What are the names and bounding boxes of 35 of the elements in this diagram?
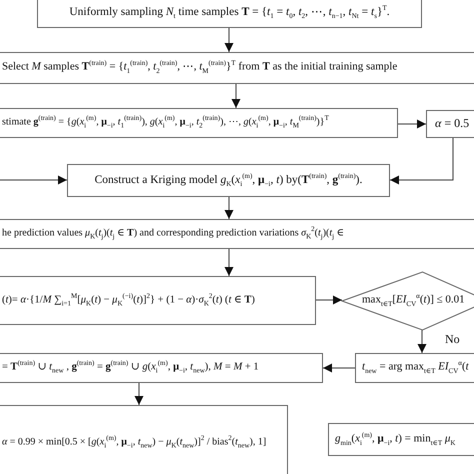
process-box bbox=[355, 353, 474, 383]
formula-text: he prediction values μ$_{K}$(t$_{j}$)(t$_{j}$ ∈ T) and corresponding prediction variations σ$_{K}$$^{2}$(t$_{j}$)(t$_{j}$ ∈ bbox=[2, 226, 344, 242]
formula-text: = T$^{(train)}$ ∪ t$_{new}$ , g$^{(train)}$ = g$^{(train)}$ ∪ g(x$_{i}$$^{(m)}$, μ$_{−i}$, t$_{new}$), M = M + 1 bbox=[2, 360, 259, 376]
process-box bbox=[0, 52, 474, 84]
arrow bbox=[224, 28, 234, 52]
formula-text: α = 0.5 bbox=[435, 117, 470, 131]
arrow bbox=[390, 138, 454, 184]
formula-text: Select M samples T$^{(train)}$ = {t$_{1}$$^{(train)}$, t$_{2}$$^{(train)}$, ⋯, t$_{M}$$^{(train)}$}$^{T}$ from T as the initial training sample bbox=[2, 60, 398, 76]
process-box bbox=[0, 276, 316, 325]
formula-text: g$_{min}$(x$_{i}$$^{(m)}$, μ$_{−i}$, t) = min$_{t∈T}$ μ$_{K}$ bbox=[335, 432, 456, 448]
arrow bbox=[0, 176, 68, 184]
formula-text: Uniformly sampling N$_{t}$ time samples T = {t$_{1}$ = t$_{0}$, t$_{2}$, ⋯, t$_{n−1}$, t$_{Nt}$ = t$_{s}$}$^{T}$. bbox=[69, 5, 390, 21]
formula-text: (t)= α·{1/M ∑$_{i=1}$$^{M}$[μ$_{K}$(t) − μ$_{K}$$^{(−i)}$(t)]$^{2}$} + (1 − α)·σ$_{K}$$^{2}$(t) (t ∈ T) bbox=[2, 292, 255, 308]
arrow bbox=[316, 296, 342, 304]
process-box bbox=[37, 0, 422, 28]
arrow bbox=[232, 84, 240, 108]
process-box bbox=[0, 405, 288, 474]
process-box bbox=[0, 353, 323, 383]
arrow bbox=[418, 330, 426, 354]
formula-text: stimate g$^{(train)}$ = {g(x$_{i}$$^{(m)}$, μ$_{−i}$, t$_{1}$$^{(train)}$), g(x$_{i}$$^{(m)}$, μ$_{−i}$, t$_{2}$$^{(train)}$), ⋯, g(x$_{i}$$^{(m)}$, μ$_{−i}$, t$_{M}$$^{(train)}$)}$^{T}$ bbox=[2, 115, 329, 130]
arrow bbox=[398, 120, 426, 128]
arrow bbox=[224, 248, 234, 276]
condition-text: max$_{t∈T}$[EI$_{CV}$$^{α}$(t)] ≤ 0.01 bbox=[362, 293, 465, 309]
formula-text: Construct a Kriging model g$_{K}$(x$_{i}$$^{(m)}$, μ$_{−i}$, t) by(T$^{(train)}$, g$^{(train)}$). bbox=[94, 172, 362, 188]
process-box bbox=[0, 219, 474, 249]
arrow bbox=[322, 364, 356, 372]
process-box bbox=[426, 110, 474, 138]
process-box bbox=[0, 108, 398, 138]
arrow bbox=[134, 382, 144, 406]
formula-text: t$_{new}$ = arg max$_{t∈T}$ EI$_{CV}$$^{α}$(t bbox=[362, 360, 469, 376]
arrow bbox=[224, 196, 234, 220]
decision-diamond bbox=[340, 271, 474, 331]
process-box bbox=[328, 423, 474, 456]
formula-text: α = 0.99 × min[0.5 × [g(x$_{i}$$^{(m)}$, μ$_{−i}$, t$_{new}$) − μ$_{K}$(t$_{new}$)]$^{2}$ / bias$^{2}$(t$_{new}$), 1] bbox=[2, 434, 266, 450]
process-box bbox=[67, 164, 390, 197]
